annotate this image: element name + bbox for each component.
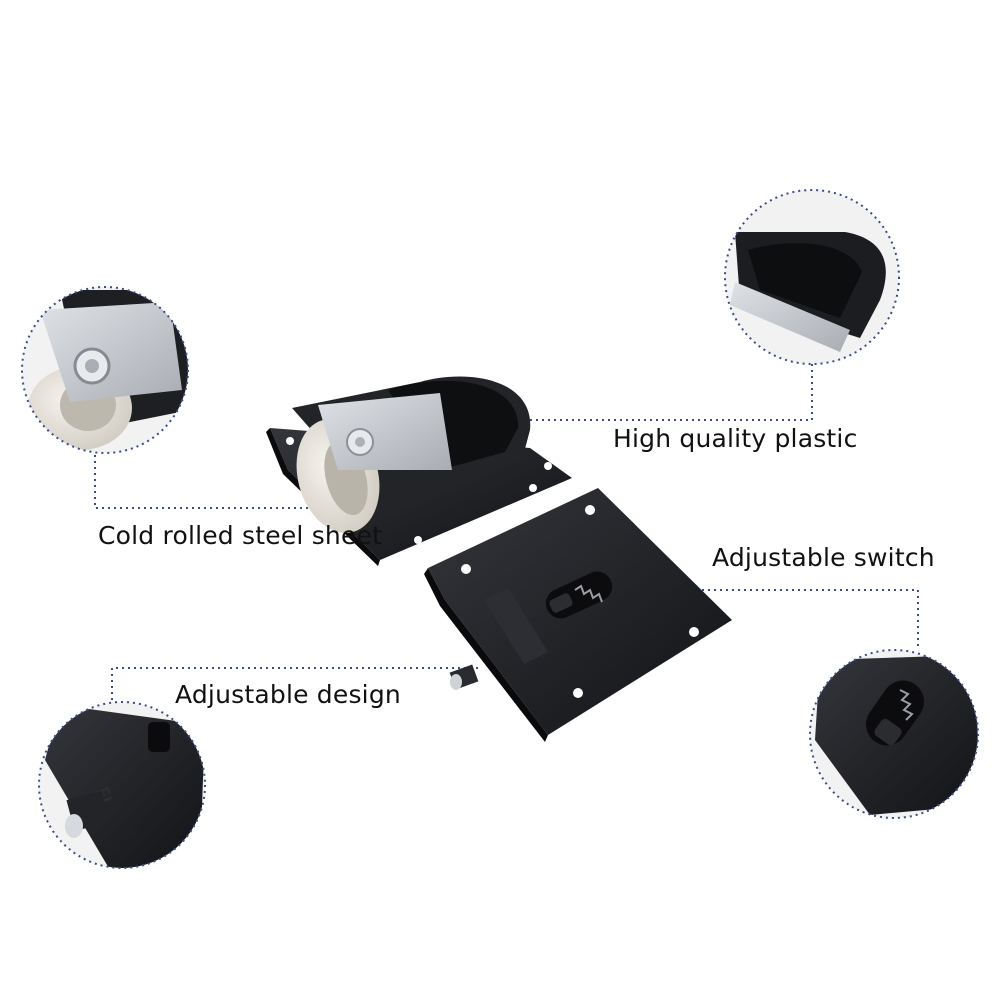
leader-line-design: [111, 667, 480, 700]
leader-line-steel: [94, 455, 385, 509]
callout-label-design: Adjustable design: [175, 680, 401, 709]
leader-line-plastic: [520, 364, 813, 421]
leader-lines: [94, 364, 919, 700]
magnifier-switch: [809, 649, 979, 819]
callout-label-switch: Adjustable switch: [712, 543, 935, 572]
magnifier-plastic: [724, 189, 900, 365]
latch-plate: [424, 488, 732, 742]
callout-label-steel: Cold rolled steel sheet: [98, 521, 383, 550]
roller-assembly: [266, 376, 572, 566]
magnifier-steel: [21, 286, 189, 454]
magnifier-design: ꓝꓲ: [38, 701, 206, 869]
callout-label-plastic: High quality plastic: [613, 424, 858, 453]
leader-line-switch: [600, 589, 919, 648]
